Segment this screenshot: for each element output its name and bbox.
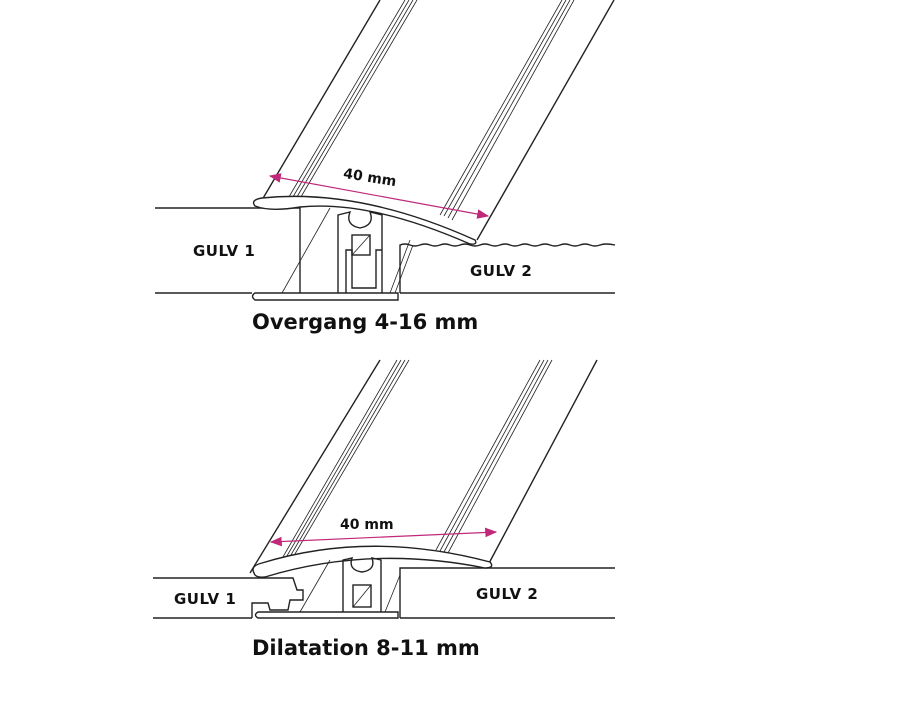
bottom-cap	[252, 545, 493, 578]
top-base-rail	[251, 210, 414, 301]
bottom-dimension-label: 40 mm	[340, 517, 394, 533]
bottom-floor-1-label: GULV 1	[174, 590, 237, 608]
top-cap	[252, 195, 477, 245]
bottom-caption: Dilatation 8-11 mm	[252, 636, 480, 660]
bottom-floor-1	[153, 577, 304, 619]
top-dimension-arrow	[268, 173, 490, 219]
bottom-floor-2	[399, 567, 615, 619]
top-floor-2-label: GULV 2	[470, 262, 533, 280]
bottom-dimension-arrow	[269, 527, 498, 547]
top-profile-strip	[261, 0, 615, 241]
top-floor-1-label: GULV 1	[193, 242, 256, 260]
bottom-floor-2-label: GULV 2	[476, 585, 539, 603]
bottom-base-rail	[254, 557, 401, 619]
top-floor-2	[399, 243, 616, 294]
top-caption: Overgang 4-16 mm	[252, 310, 479, 334]
